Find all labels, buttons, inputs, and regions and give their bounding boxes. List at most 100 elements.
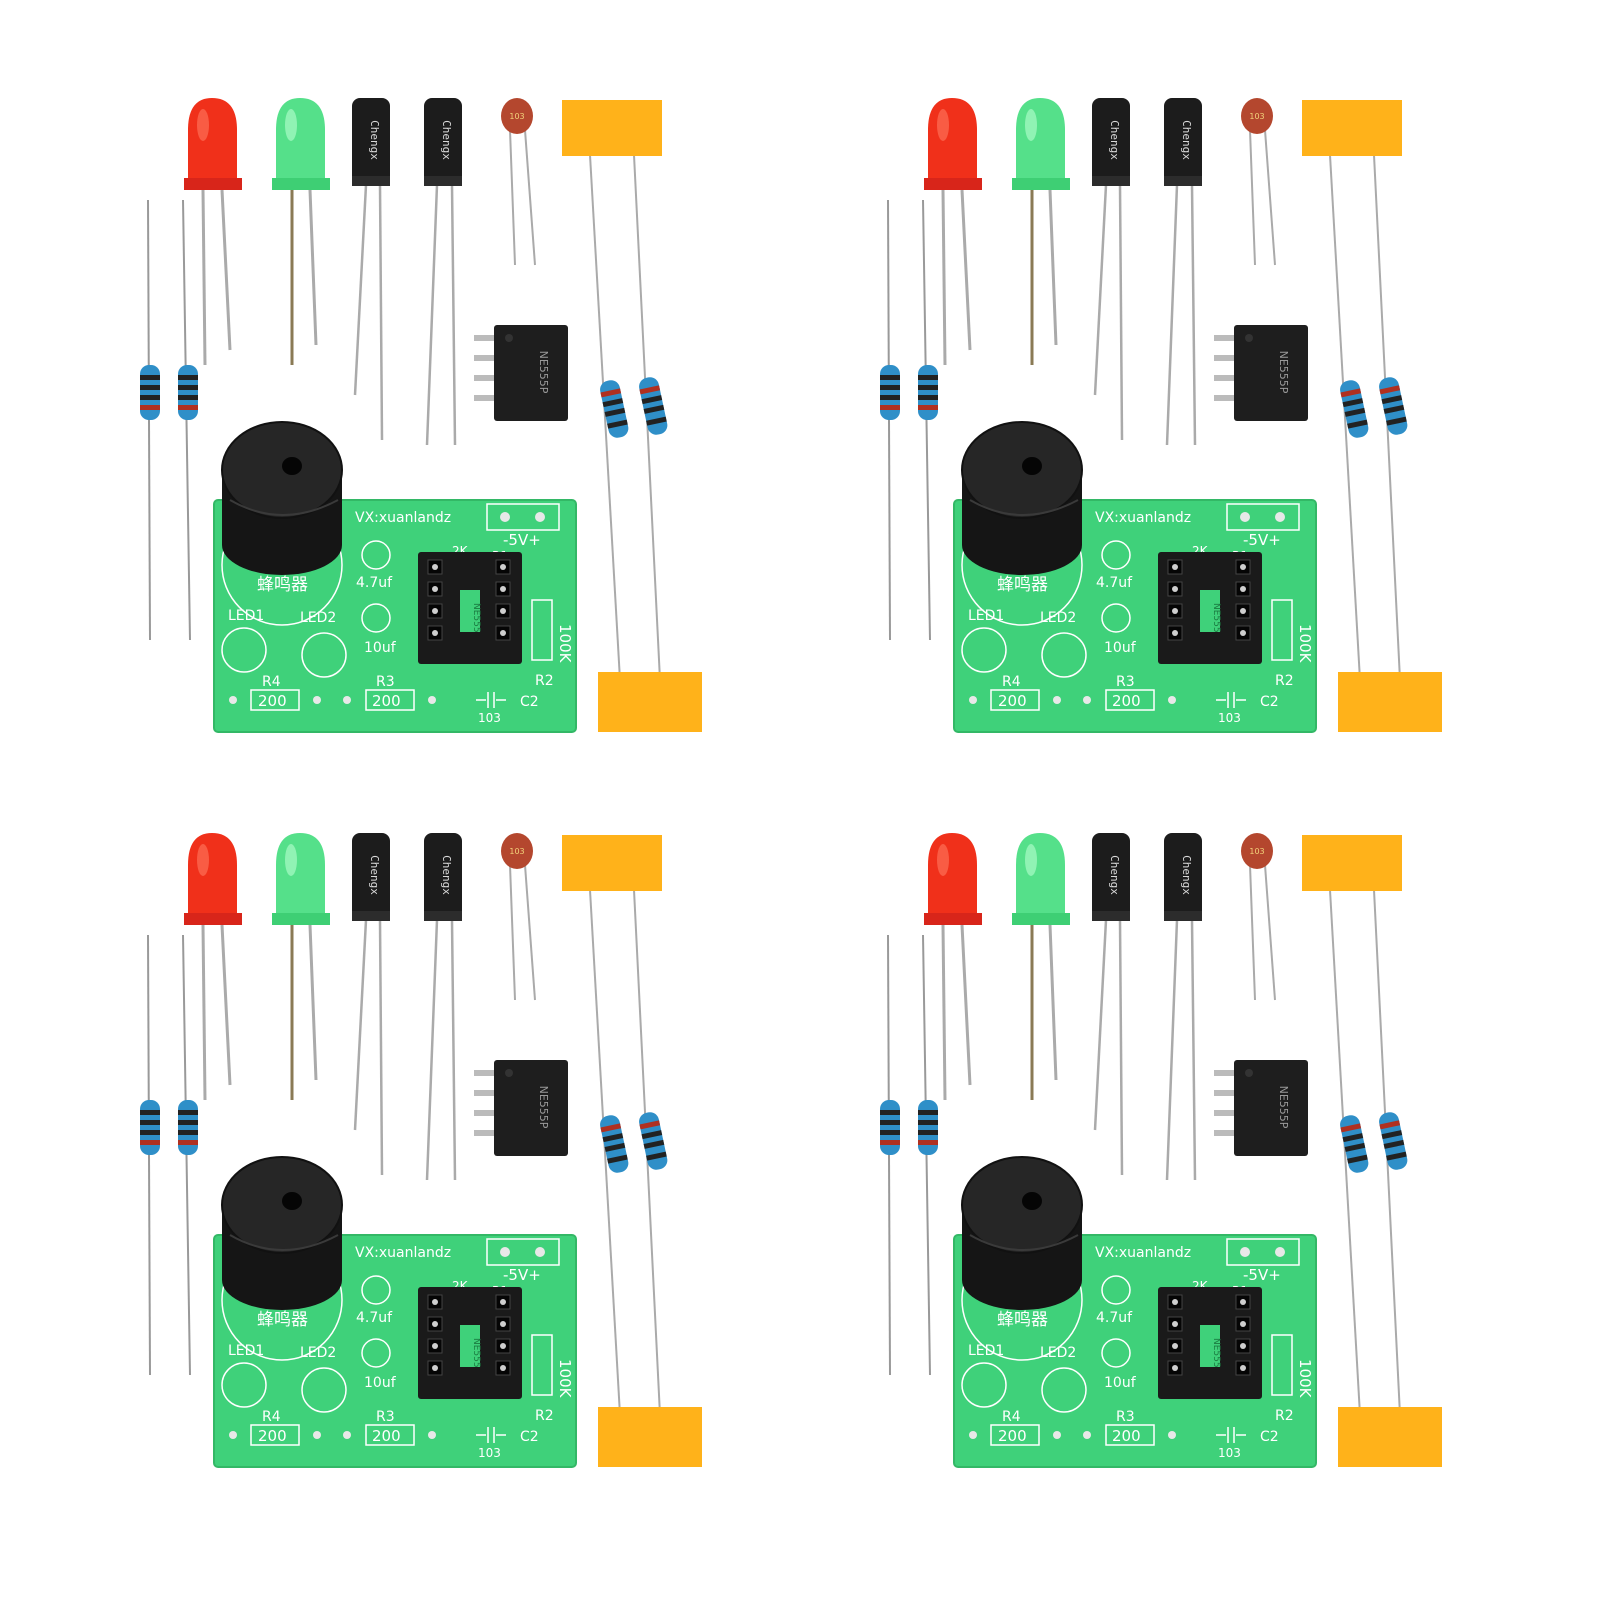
capacitor-brand-text-2: Chengx [1180, 855, 1193, 895]
pcb-r3-value: 200 [372, 1427, 401, 1445]
pcb-cap1-label: 4.7uf [356, 575, 393, 591]
ic-socket-label: NE555 [471, 603, 481, 633]
pcb-led1-label: LED1 [228, 608, 264, 624]
pcb-c2-value: 103 [1218, 1446, 1241, 1460]
pcb-c2-label: C2 [1260, 694, 1279, 710]
pcb-cap1-label: 4.7uf [1096, 575, 1133, 591]
pcb-c2-value: 103 [478, 711, 501, 725]
capacitor-brand-text-2: Chengx [440, 855, 453, 895]
pcb-led2-label: LED2 [1040, 1345, 1076, 1361]
taped-resistor-strip [562, 100, 702, 732]
ic-marking: NE555P [537, 1086, 550, 1129]
resistor-left-1 [140, 199, 160, 641]
pcb-r4-value: 200 [998, 1427, 1027, 1445]
pcb-led1-label: LED1 [968, 608, 1004, 624]
pcb-c2-value: 103 [1218, 711, 1241, 725]
ceramic-marking: 103 [1249, 847, 1264, 856]
pcb-cap2-label: 10uf [1104, 640, 1137, 656]
red-led [184, 833, 242, 1101]
pcb-cap1-label: 4.7uf [356, 1310, 393, 1326]
electrolytic-capacitor-2: Chengx [1164, 833, 1202, 1181]
pcb-led1-label: LED1 [968, 1343, 1004, 1359]
resistor-left-1 [880, 934, 900, 1376]
tape-bottom [598, 672, 702, 732]
pcb-wechat-label: VX:xuanlandz [355, 510, 451, 526]
electrolytic-capacitor-1: Chengx [352, 833, 390, 1176]
resistor-left-2 [178, 934, 198, 1376]
pcb-cap2-label: 10uf [364, 1375, 397, 1391]
capacitor-brand-text: Chengx [1108, 855, 1121, 895]
capacitor-brand-text: Chengx [368, 120, 381, 160]
pcb-power-label: -5V+ [1243, 1266, 1281, 1284]
capacitor-brand-text-2: Chengx [440, 120, 453, 160]
pcb-r3-label: R3 [1116, 1409, 1135, 1425]
taped-resistor-strip [1302, 835, 1442, 1467]
tape-bottom [1338, 1407, 1442, 1467]
ceramic-marking: 103 [509, 112, 524, 121]
pcb-r4-label: R4 [262, 674, 281, 690]
buzzer [961, 421, 1083, 575]
green-led [1012, 833, 1070, 1100]
pcb-c2-label: C2 [1260, 1429, 1279, 1445]
component-kit-2: Chengx Chengx 103 [740, 0, 1520, 780]
tape-top [562, 835, 662, 891]
ic-socket-label: NE555 [1211, 603, 1221, 633]
ceramic-capacitor: 103 [1241, 98, 1276, 266]
ceramic-marking: 103 [1249, 112, 1264, 121]
pcb-led2-label: LED2 [1040, 610, 1076, 626]
pcb-r3-value: 200 [1112, 692, 1141, 710]
tape-bottom [1338, 672, 1442, 732]
tape-top [562, 100, 662, 156]
capacitor-brand-text: Chengx [368, 855, 381, 895]
electrolytic-capacitor-2: Chengx [1164, 98, 1202, 446]
pcb-wechat-label: VX:xuanlandz [1095, 1245, 1191, 1261]
pcb-r4-value: 200 [998, 692, 1027, 710]
green-led [272, 98, 330, 365]
pcb-r2-value: 100K [1296, 1359, 1314, 1399]
ic-socket-label: NE555 [471, 1338, 481, 1368]
pcb-r3-value: 200 [1112, 1427, 1141, 1445]
pcb-buzzer-label: 蜂鸣器 [997, 575, 1048, 595]
electrolytic-capacitor-1: Chengx [352, 98, 390, 441]
pcb-r4-label: R4 [1002, 674, 1021, 690]
ic-socket-label: NE555 [1211, 1338, 1221, 1368]
ceramic-capacitor: 103 [1241, 833, 1276, 1001]
ceramic-capacitor: 103 [501, 833, 536, 1001]
buzzer [221, 1156, 343, 1310]
pcb-r3-label: R3 [376, 1409, 395, 1425]
pcb-c2-label: C2 [520, 1429, 539, 1445]
pcb-r3-label: R3 [1116, 674, 1135, 690]
kit-illustration: Chengx Chengx 103 [880, 98, 1442, 733]
pcb-r2-value: 100K [1296, 624, 1314, 664]
pcb-buzzer-label: 蜂鸣器 [257, 575, 308, 595]
tape-bottom [598, 1407, 702, 1467]
component-kit-3: Chengx Chengx 103 [0, 735, 780, 1515]
pcb-led2-label: LED2 [300, 1345, 336, 1361]
kit-illustration: Chengx Chengx 103 [880, 833, 1442, 1468]
ic-socket: NE555 [418, 1287, 522, 1399]
kit-illustration: Chengx Chengx 103 [140, 98, 702, 733]
pcb-r4-label: R4 [1002, 1409, 1021, 1425]
pcb-r2-label: R2 [535, 673, 554, 689]
ic-socket: NE555 [418, 552, 522, 664]
electrolytic-capacitor-2: Chengx [424, 833, 462, 1181]
red-led [924, 98, 982, 366]
ne555-chip: NE555P [474, 325, 568, 421]
pcb-r2-label: R2 [535, 1408, 554, 1424]
pcb-r4-label: R4 [262, 1409, 281, 1425]
resistor-left-2 [918, 934, 938, 1376]
pcb-c2-value: 103 [478, 1446, 501, 1460]
pcb-r3-value: 200 [372, 692, 401, 710]
component-kit-1: Chengx Chengx 103 [0, 0, 780, 780]
electrolytic-capacitor-1: Chengx [1092, 833, 1130, 1176]
pcb-buzzer-label: 蜂鸣器 [257, 1310, 308, 1330]
pcb-r2-value: 100K [556, 1359, 574, 1399]
red-led [184, 98, 242, 366]
kit-illustration: Chengx Chengx 103 [140, 833, 702, 1468]
pcb-power-label: -5V+ [1243, 531, 1281, 549]
green-led [272, 833, 330, 1100]
ceramic-marking: 103 [509, 847, 524, 856]
taped-resistor-strip [562, 835, 702, 1467]
pcb-r4-value: 200 [258, 692, 287, 710]
pcb-buzzer-label: 蜂鸣器 [997, 1310, 1048, 1330]
